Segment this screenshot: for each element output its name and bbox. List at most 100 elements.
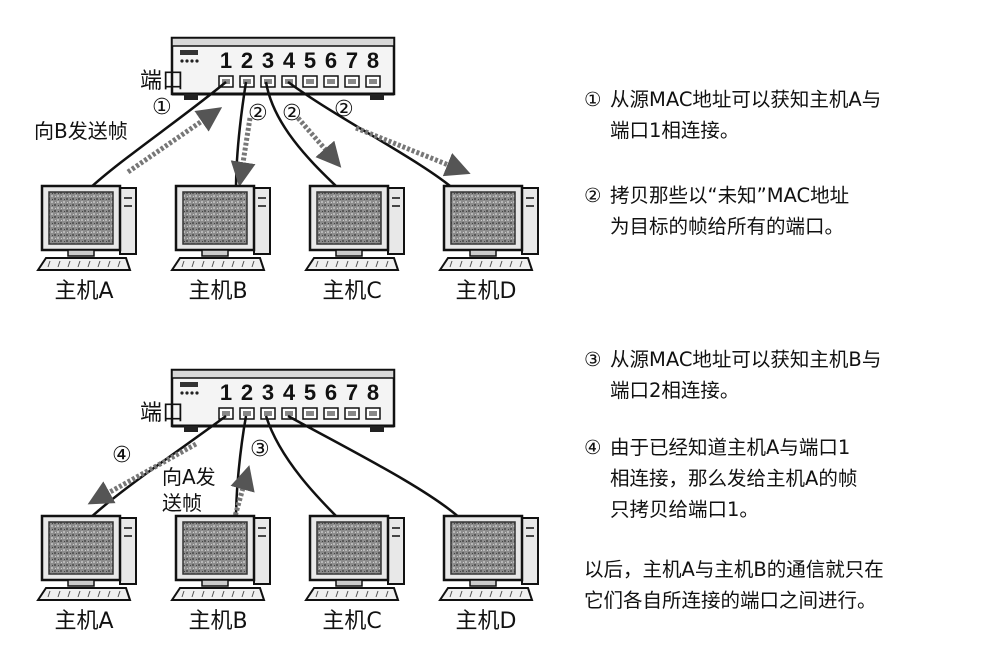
- port-jack-6: [323, 75, 339, 88]
- note-line: 相连接，那么发给主机A的帧: [584, 463, 994, 494]
- note-text: 端口2相连接。: [610, 379, 740, 402]
- note-text: 它们各自所连接的端口之间进行。: [584, 589, 877, 612]
- port-jack-3: [260, 75, 276, 88]
- port-number-3: 3: [262, 380, 274, 405]
- port-number-7: 7: [346, 48, 358, 73]
- step-marker: ③: [584, 348, 602, 371]
- note-step-3: ③ 从源MAC地址可以获知主机B与端口2相连接。: [584, 344, 994, 406]
- port-jack-8: [365, 75, 381, 88]
- port-jack-8: [365, 407, 381, 420]
- port-number-1: 1: [220, 48, 232, 73]
- port-jack-4: [281, 407, 297, 420]
- host-computer: 主机C: [304, 514, 405, 634]
- port-jack-6: [323, 407, 339, 420]
- port-number-5: 5: [304, 48, 316, 73]
- send-to-a-label: 向A发: [162, 465, 216, 489]
- port-jack-7: [344, 407, 360, 420]
- port-jack-3: [260, 407, 276, 420]
- port-jack-7: [344, 75, 360, 88]
- step-4-marker: ④: [112, 443, 132, 468]
- note-line: ① 从源MAC地址可以获知主机A与: [584, 84, 994, 115]
- note-text: 从源MAC地址可以获知主机A与: [610, 88, 882, 111]
- step-marker: ①: [584, 88, 602, 111]
- note-step-4: ④ 由于已经知道主机A与端口1 相连接，那么发给主机A的帧只拷贝给端口1。: [584, 432, 994, 525]
- step-2-marker: ②: [334, 97, 354, 122]
- note-text: 由于已经知道主机A与端口1: [610, 436, 851, 459]
- step-marker: ②: [584, 184, 602, 207]
- note-text: 只拷贝给端口1。: [610, 498, 759, 521]
- port-number-2: 2: [241, 380, 253, 405]
- port-jack-2: [239, 75, 255, 88]
- host-label: 主机D: [456, 279, 517, 304]
- frame-arrows: [87, 441, 255, 521]
- host-computer: 主机C: [304, 184, 405, 304]
- note-line: 端口2相连接。: [584, 375, 994, 406]
- step-1-marker: ①: [152, 95, 172, 120]
- frame-arrows: [126, 107, 471, 187]
- port-number-4: 4: [283, 48, 296, 73]
- hosts: 主机A 主机B 主机C 主机D: [36, 184, 539, 304]
- host-computer: 主机B: [170, 184, 271, 304]
- note-line: ② 拷贝那些以“未知”MAC地址: [584, 180, 994, 211]
- port-number-2: 2: [241, 48, 253, 73]
- host-label: 主机D: [456, 609, 517, 634]
- port-number-8: 8: [367, 380, 379, 405]
- port-number-6: 6: [325, 48, 337, 73]
- port-jack-5: [302, 75, 318, 88]
- hosts: 主机A 主机B 主机C 主机D: [36, 514, 539, 634]
- host-label: 主机C: [322, 609, 381, 634]
- host-label: 主机B: [188, 279, 247, 304]
- host-label: 主机B: [188, 609, 247, 634]
- step-3-marker: ③: [250, 437, 270, 462]
- port-number-3: 3: [262, 48, 274, 73]
- status-lights: [180, 50, 199, 63]
- port-number-8: 8: [367, 48, 379, 73]
- host-label: 主机A: [54, 279, 113, 304]
- note-step-2: ② 拷贝那些以“未知”MAC地址为目标的帧给所有的端口。: [584, 180, 994, 242]
- port-jack-1: [218, 407, 234, 420]
- host-computer: 主机D: [438, 184, 539, 304]
- port-jack-5: [302, 407, 318, 420]
- note-line: 端口1相连接。: [584, 115, 994, 146]
- note-text: 以后，主机A与主机B的通信就只在: [584, 558, 884, 581]
- host-computer: 主机A: [36, 514, 137, 634]
- host-computer: 主机D: [438, 514, 539, 634]
- note-line: 以后，主机A与主机B的通信就只在: [584, 554, 994, 585]
- note-line: ③ 从源MAC地址可以获知主机B与: [584, 344, 994, 375]
- send-to-b-label: 向B发送帧: [34, 119, 128, 143]
- explanations: ① 从源MAC地址可以获知主机A与端口1相连接。 ② 拷贝那些以“未知”MAC地址为…: [584, 0, 994, 654]
- host-computer: 主机B: [170, 514, 271, 634]
- note-text: 拷贝那些以“未知”MAC地址: [610, 184, 850, 207]
- port-label: 端口: [140, 401, 184, 426]
- host-computer: 主机A: [36, 184, 137, 304]
- note-step-1: ① 从源MAC地址可以获知主机A与端口1相连接。: [584, 84, 994, 146]
- note-text: 端口1相连接。: [610, 119, 740, 142]
- host-label: 主机C: [322, 279, 381, 304]
- port-number-1: 1: [220, 380, 232, 405]
- step-2-marker: ②: [282, 101, 302, 126]
- step-marker: ④: [584, 436, 602, 459]
- port-number-7: 7: [346, 380, 358, 405]
- port-number-6: 6: [325, 380, 337, 405]
- host-label: 主机A: [54, 609, 113, 634]
- step-2-marker: ②: [248, 101, 268, 126]
- cables: [87, 80, 456, 191]
- port-jack-2: [239, 407, 255, 420]
- send-to-a-label: 送帧: [162, 491, 202, 515]
- port-label: 端口: [140, 69, 184, 94]
- status-lights: [180, 382, 199, 395]
- port-number-4: 4: [283, 380, 296, 405]
- note-summary: 以后，主机A与主机B的通信就只在它们各自所连接的端口之间进行。: [584, 554, 994, 616]
- cables: [87, 414, 463, 521]
- note-text: 相连接，那么发给主机A的帧: [610, 467, 858, 490]
- note-line: ④ 由于已经知道主机A与端口1: [584, 432, 994, 463]
- note-line: 只拷贝给端口1。: [584, 494, 994, 525]
- note-line: 它们各自所连接的端口之间进行。: [584, 585, 994, 616]
- note-text: 从源MAC地址可以获知主机B与: [610, 348, 882, 371]
- note-line: 为目标的帧给所有的端口。: [584, 211, 994, 242]
